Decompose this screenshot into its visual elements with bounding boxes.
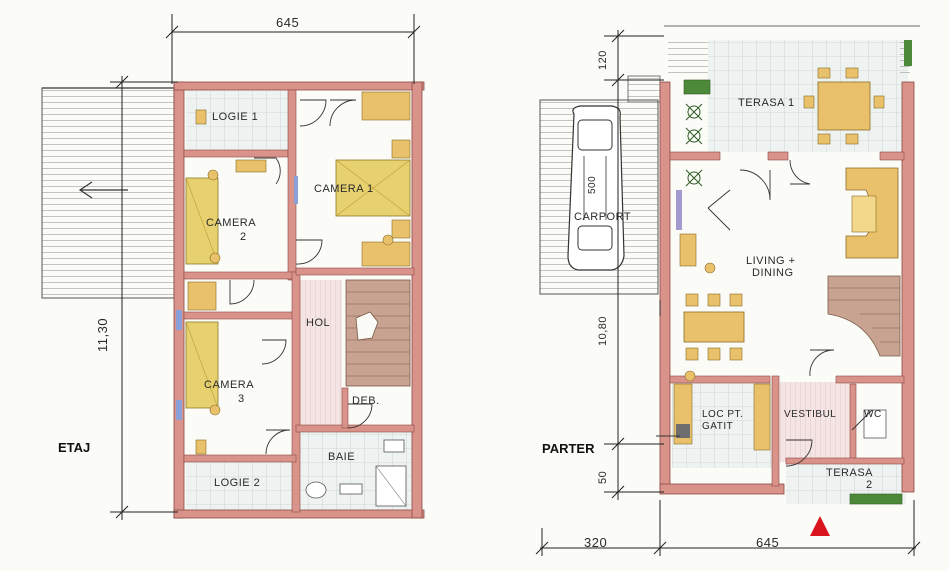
room-hol: HOL (306, 317, 331, 329)
left-plan (41, 14, 425, 520)
dim-side-right: 10,80 (597, 315, 609, 346)
room-camera3-a: CAMERA (204, 379, 255, 391)
hol-floor (300, 280, 342, 430)
room-terasa2-a: TERASA (826, 467, 874, 479)
room-terasa1: TERASA 1 (738, 97, 795, 109)
room-vestibul: VESTIBUL (784, 409, 837, 420)
dim-top-left: 645 (276, 15, 300, 30)
staircase-left (345, 279, 411, 387)
room-logie2: LOGIE 2 (214, 477, 261, 489)
room-wc: WC (864, 409, 882, 420)
room-camera1: CAMERA 1 (314, 183, 374, 195)
floor-label-parter: PARTER (542, 441, 595, 456)
room-logie1: LOGIE 1 (212, 111, 259, 123)
room-camera3-b: 3 (238, 393, 245, 405)
room-camera2-b: 2 (240, 231, 247, 243)
dining-table (683, 311, 745, 343)
carport-dim: 500 (587, 175, 598, 194)
room-carport: CARPORT (574, 211, 632, 223)
room-deb: DEB. (352, 395, 380, 407)
room-camera2-a: CAMERA (206, 217, 257, 229)
dim-bottom-left: 320 (584, 535, 608, 550)
entrance-marker-icon (810, 516, 830, 536)
terrace-table (817, 81, 871, 131)
right-plan (535, 25, 921, 556)
room-living-b: DINING (752, 267, 794, 279)
balcony-hatch (41, 87, 175, 299)
plant-icon (685, 103, 703, 187)
dim-top-right: 120 (597, 50, 609, 70)
staircase-right (827, 275, 901, 357)
dim-side-left: 11,30 (95, 317, 110, 352)
room-baie: BAIE (328, 451, 356, 463)
dim-bottom-right: 645 (756, 535, 780, 550)
plant-box (683, 79, 711, 95)
room-living-a: LIVING + (746, 255, 796, 267)
room-loc-a: LOC PT. (702, 409, 744, 420)
wc-bowl (305, 481, 327, 499)
logie2-floor (186, 462, 294, 510)
room-terasa2-b: 2 (866, 479, 873, 491)
dim-side-small: 50 (597, 470, 609, 484)
room-loc-b: GATIT (702, 421, 734, 432)
floor-label-etaj: ETAJ (58, 440, 91, 455)
